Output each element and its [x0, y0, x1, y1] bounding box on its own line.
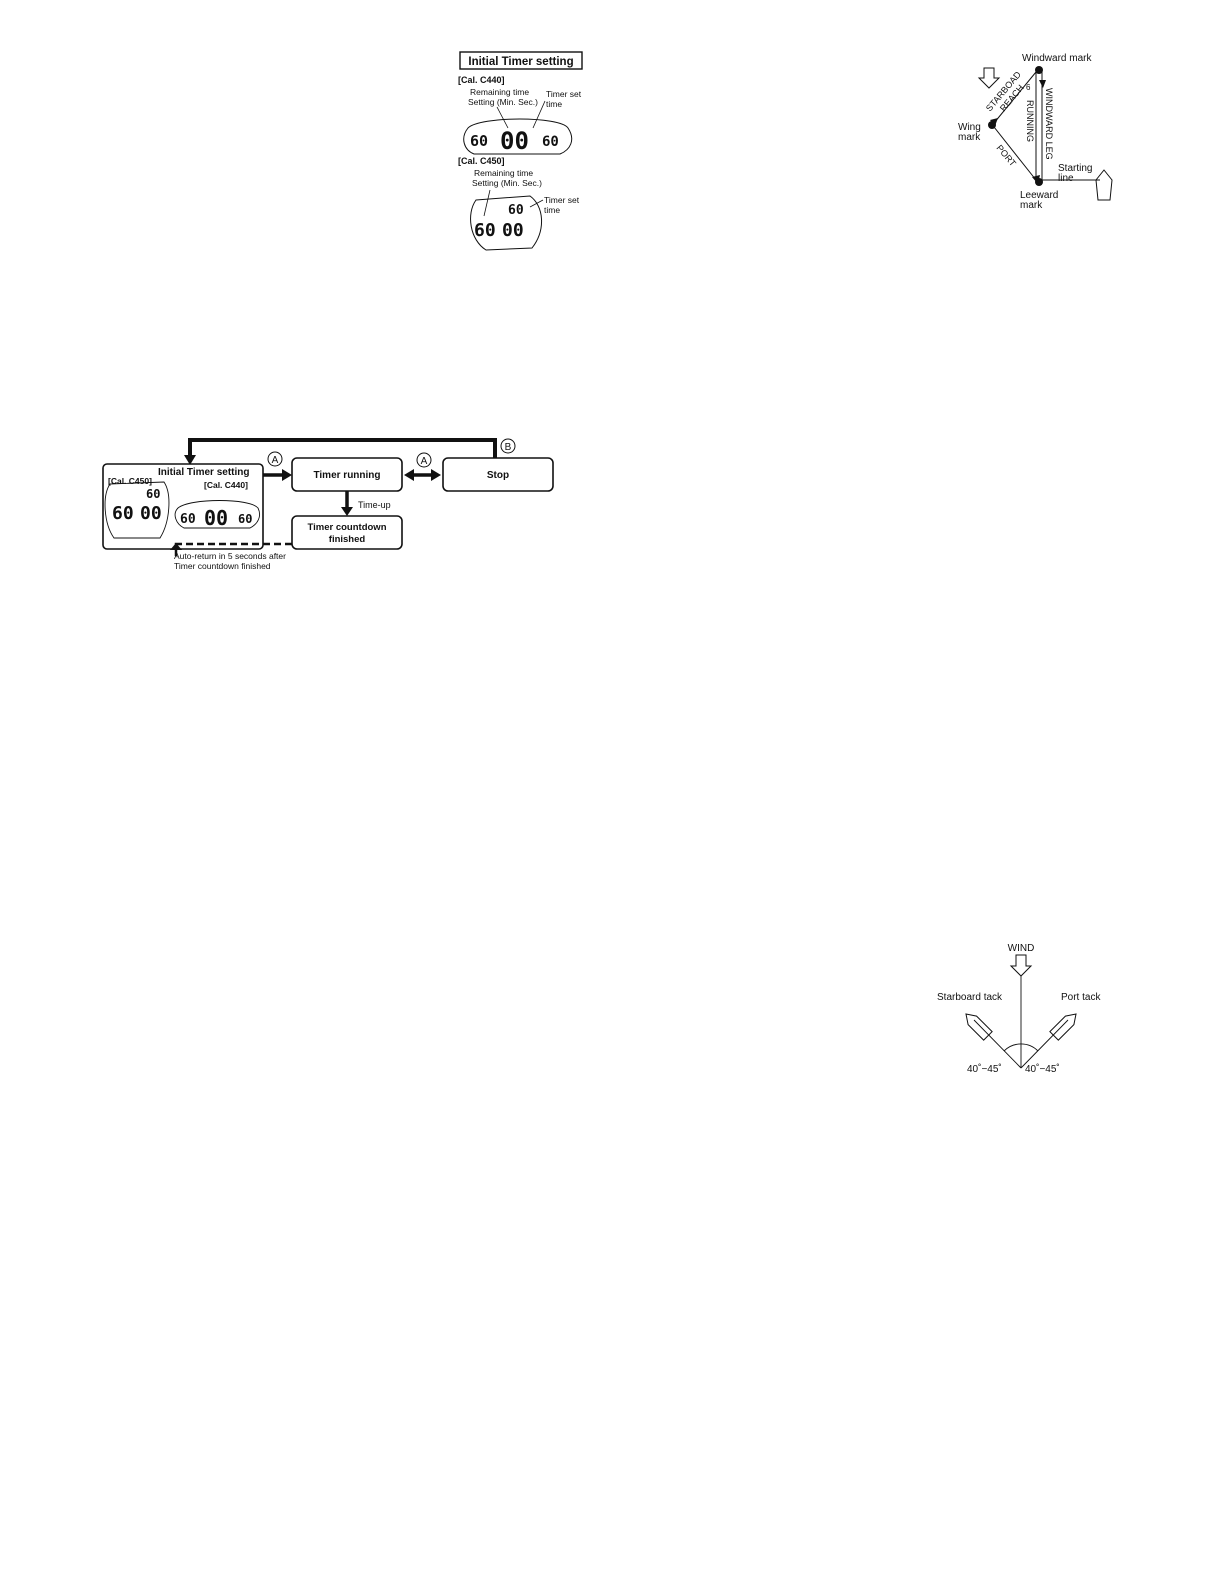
starboard-tack-label: Starboard tack [937, 992, 1003, 1003]
windward-mark-label: Windward mark [1022, 53, 1092, 64]
boat-icon [1095, 169, 1113, 201]
setting-box-c440-label: [Cal. C440] [204, 480, 248, 490]
button-a-label-2: A [421, 456, 428, 467]
stop-label: Stop [487, 470, 509, 481]
setting-box-c450-top: 60 [146, 487, 160, 501]
windward-mark-dot [1035, 66, 1043, 74]
countdown-finished-label-1: Timer countdown [308, 522, 387, 533]
setting-box-c440-lcd [174, 500, 261, 529]
wind-down-arrow-icon [1009, 954, 1033, 977]
countdown-finished-label-2: finished [329, 534, 366, 545]
c440-remaining-label-2: Setting (Min. Sec.) [468, 97, 538, 107]
angle-left-label: 40˚−45˚ [967, 1063, 1002, 1075]
c440-lcd-mid: 00 [500, 127, 529, 155]
setting-box-c440-right: 60 [238, 512, 252, 526]
c450-set-label: Timer set [544, 195, 580, 205]
c440-remaining-label: Remaining time [470, 87, 529, 97]
leeward-mark-label-1: Leeward [1020, 190, 1058, 201]
auto-return-label-1: Auto-return in 5 seconds after [174, 551, 286, 561]
c440-set-label-2: time [546, 99, 562, 109]
c450-lcd-sec: 00 [502, 220, 524, 241]
stop-box [442, 457, 554, 492]
windward-leg-label: WINDWARD LEG [1044, 88, 1054, 160]
port-boat-icon [1049, 1013, 1077, 1041]
running-label: RUNNING [1025, 100, 1035, 142]
wing-mark-label-1: Wing [958, 122, 981, 133]
button-b-icon [500, 438, 516, 454]
leeward-mark-dot [1035, 178, 1043, 186]
c450-remaining-label: Remaining time [474, 168, 533, 178]
setting-box-c450-sec: 00 [140, 503, 162, 524]
button-b-label: B [505, 442, 512, 453]
wind-label: WIND [1008, 943, 1035, 954]
setting-box-c440-left: 60 [180, 512, 196, 527]
c440-cal-label: [Cal. C440] [458, 75, 505, 85]
countdown-finished-box [291, 515, 403, 550]
c440-set-label: Timer set [546, 89, 582, 99]
timer-running-label: Timer running [313, 470, 380, 481]
c450-lcd-face [470, 195, 543, 251]
button-a-icon-1 [267, 451, 283, 467]
starboard-boat-icon [965, 1013, 993, 1041]
button-a-label-1: A [272, 455, 279, 466]
c450-remaining-label-2: Setting (Min. Sec.) [472, 178, 542, 188]
c440-lcd-right: 60 [542, 134, 559, 150]
setting-box-c450-label: [Cal. C450] [108, 476, 152, 486]
initial-setting-title: Initial Timer setting [468, 56, 573, 68]
leeward-mark-label-2: mark [1020, 200, 1043, 211]
b-return-arrow [188, 438, 497, 460]
setting-box-c450-lcd [104, 481, 170, 539]
wing-mark-dot [988, 121, 996, 129]
port-tack-label: Port tack [1061, 992, 1101, 1003]
c450-cal-label: [Cal. C450] [458, 156, 505, 166]
angle-label: 6 [1026, 83, 1031, 92]
initial-setting-title-box [459, 51, 583, 70]
auto-return-label-2: Timer countdown finished [174, 561, 271, 571]
c450-set-label-2: time [544, 205, 560, 215]
wing-mark-label-2: mark [958, 132, 981, 143]
angle-right-label: 40˚−45˚ [1025, 1063, 1060, 1075]
button-a-icon-2 [416, 452, 432, 468]
setting-box-title: Initial Timer setting [158, 467, 250, 478]
starting-line-label-2: line [1058, 173, 1074, 184]
setting-box-c440-mid: 00 [204, 506, 228, 530]
c440-lcd-left: 60 [470, 132, 488, 150]
wind-arrow-icon [977, 67, 1001, 89]
starting-line-label-1: Starting [1058, 163, 1092, 174]
time-up-label: Time-up [358, 500, 391, 510]
c440-lcd-face [463, 118, 573, 155]
c450-lcd-min: 60 [474, 220, 496, 241]
c450-lcd-top: 60 [508, 203, 524, 218]
setting-box-c450-min: 60 [112, 503, 134, 524]
